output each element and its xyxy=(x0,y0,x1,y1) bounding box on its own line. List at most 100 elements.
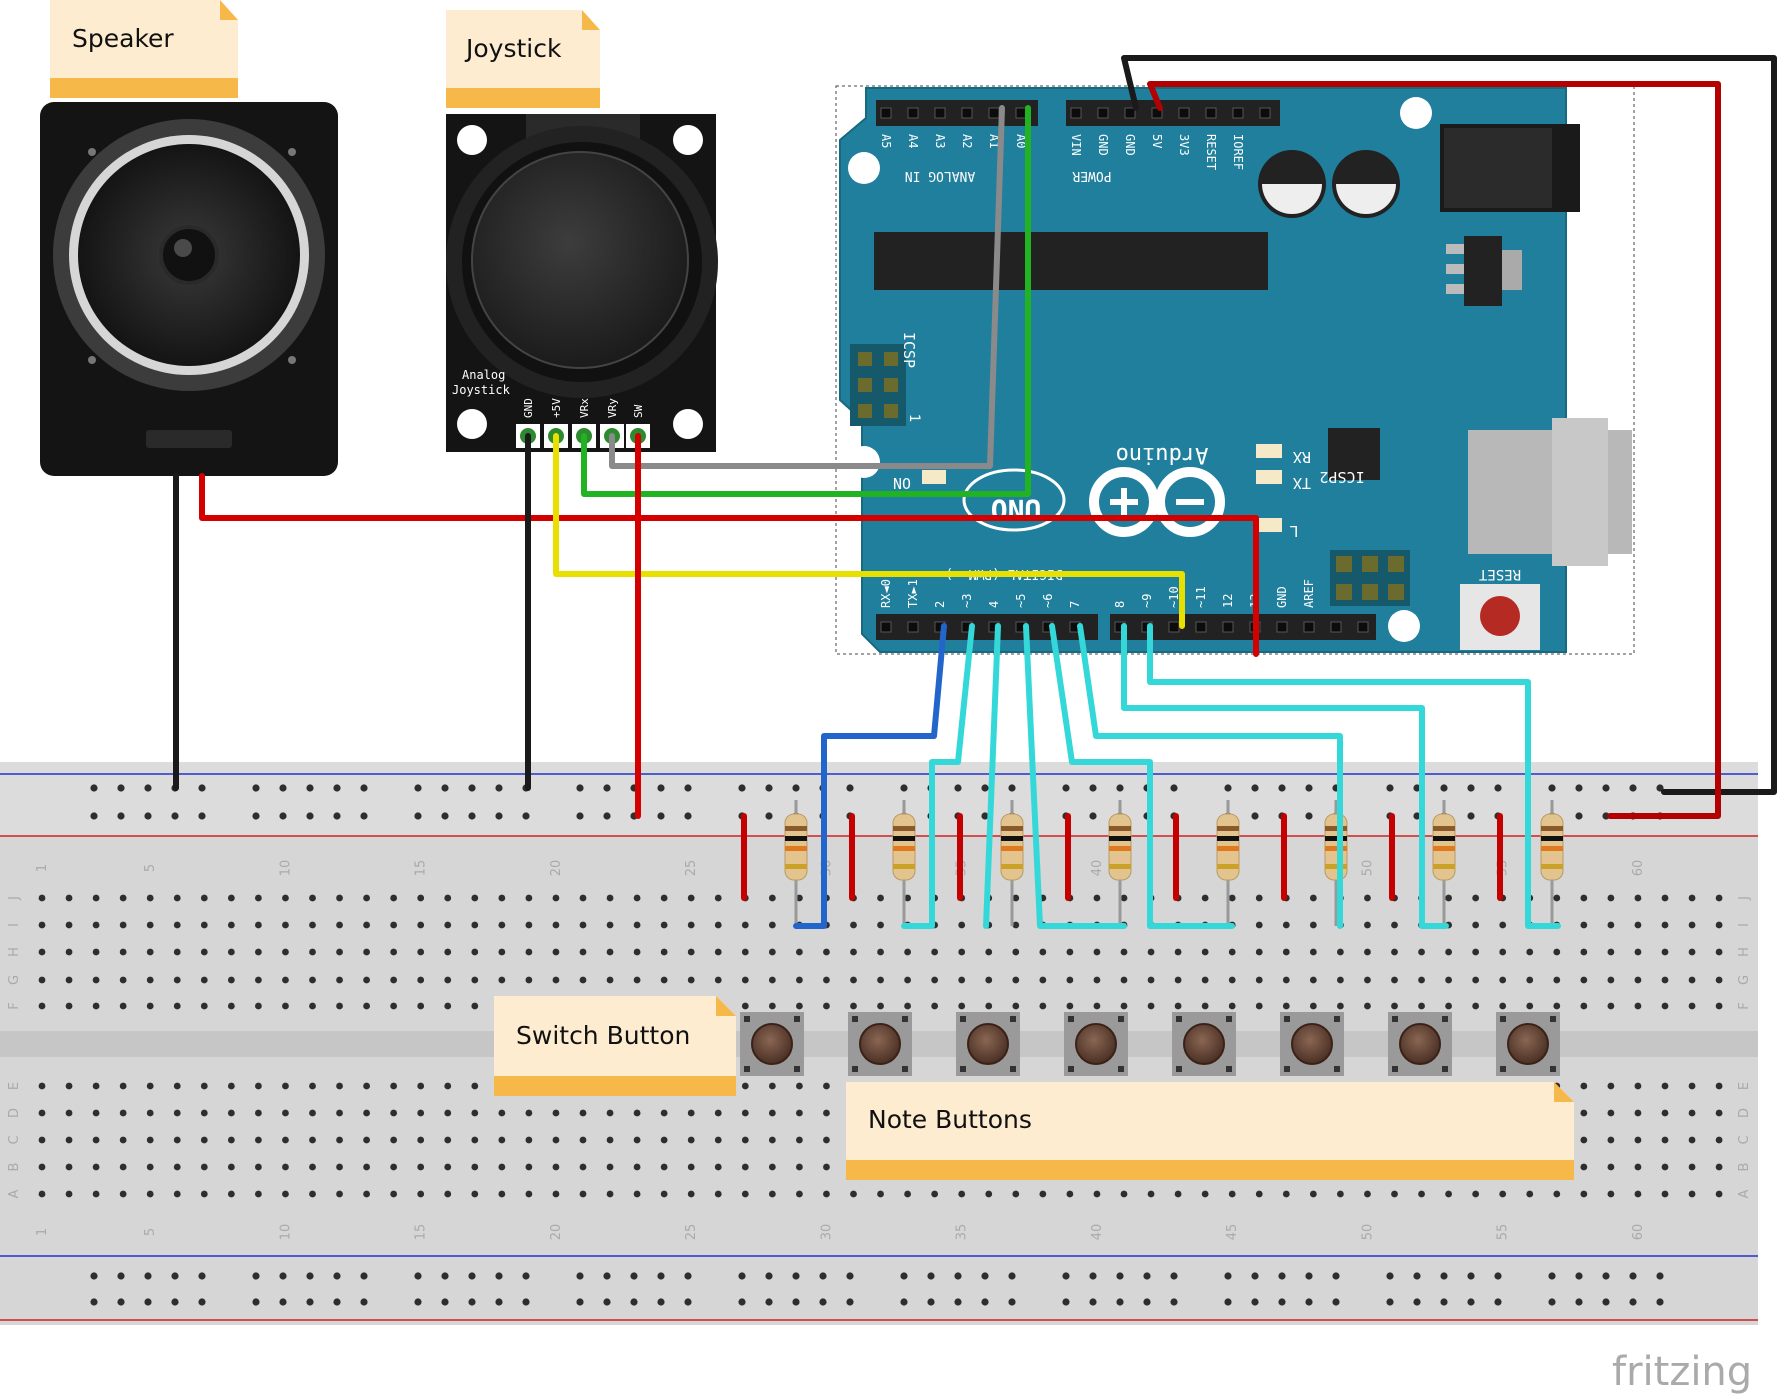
breadboard-hole xyxy=(336,1136,343,1144)
rail-hole xyxy=(117,812,125,820)
breadboard-hole xyxy=(877,948,884,956)
breadboard-hole xyxy=(146,1082,154,1090)
rail-hole xyxy=(441,1298,449,1306)
breadboard-hole xyxy=(390,948,398,956)
pin-label: 4 xyxy=(987,601,1001,608)
rail-hole xyxy=(684,1298,692,1306)
breadboard-hole xyxy=(1445,1002,1452,1010)
push-button-leg xyxy=(1068,1016,1074,1022)
rail-hole xyxy=(468,1298,476,1306)
breadboard-hole xyxy=(525,1136,533,1144)
breadboard-hole xyxy=(1661,1190,1669,1198)
breadboard-hole xyxy=(1715,1109,1723,1117)
breadboard-hole xyxy=(38,1190,46,1198)
push-button-cap xyxy=(1399,1023,1441,1065)
rail-hole xyxy=(1251,812,1259,820)
breadboard-hole xyxy=(985,948,993,956)
breadboard-hole xyxy=(1607,894,1615,902)
breadboard-hole xyxy=(336,1082,343,1090)
joystick-label-line1: Analog xyxy=(462,368,505,382)
on-led-label: ON xyxy=(893,474,911,492)
rail-hole xyxy=(1467,812,1475,820)
breadboard-hole xyxy=(255,1190,262,1198)
breadboard-hole xyxy=(146,1190,154,1198)
rail-hole xyxy=(171,812,179,820)
breadboard-hole xyxy=(65,1082,73,1090)
breadboard-hole xyxy=(255,976,262,984)
rail-hole xyxy=(117,1298,125,1306)
row-label: C xyxy=(1737,1135,1752,1144)
rail-hole xyxy=(1629,784,1637,792)
breadboard-hole xyxy=(173,1163,181,1171)
breadboard-hole xyxy=(768,1082,776,1090)
header-pin xyxy=(1330,621,1342,633)
breadboard-hole xyxy=(1147,976,1155,984)
header-pin xyxy=(907,621,919,633)
breadboard-hole xyxy=(768,1109,776,1117)
breadboard-hole xyxy=(796,1163,803,1171)
breadboard-hole xyxy=(1337,1190,1344,1198)
resistor-band xyxy=(1109,826,1131,831)
capacitor-band xyxy=(1262,184,1322,214)
breadboard-hole xyxy=(444,921,452,929)
note-footer xyxy=(494,1076,736,1096)
push-button-cap xyxy=(751,1023,793,1065)
breadboard-hole xyxy=(282,948,289,956)
breadboard-hole xyxy=(1634,894,1642,902)
breadboard-hole xyxy=(823,976,830,984)
breadboard-hole xyxy=(1445,1190,1452,1198)
breadboard-hole xyxy=(579,1109,587,1117)
push-button-leg xyxy=(960,1066,966,1072)
breadboard-hole xyxy=(227,1082,235,1090)
row-label: H xyxy=(1737,947,1752,957)
breadboard-hole xyxy=(1661,894,1669,902)
breadboard-hole xyxy=(796,1082,803,1090)
breadboard-hole xyxy=(687,1190,695,1198)
rail-hole xyxy=(198,812,206,820)
joystick-pin-label: VRx xyxy=(578,398,591,418)
breadboard-hole xyxy=(498,1190,506,1198)
row-label: D xyxy=(7,1108,22,1118)
push-button-leg xyxy=(1500,1016,1506,1022)
breadboard-hole xyxy=(38,894,46,902)
rail-hole xyxy=(1305,1298,1313,1306)
breadboard-hole xyxy=(1364,1002,1371,1010)
breadboard-hole xyxy=(796,1109,803,1117)
rail-hole xyxy=(1008,784,1016,792)
breadboard-hole xyxy=(633,1109,641,1117)
header-pin xyxy=(988,107,1000,119)
icsp-label: ICSP xyxy=(900,332,918,368)
breadboard-hole xyxy=(1634,1082,1642,1090)
breadboard-hole xyxy=(1039,948,1047,956)
mount-hole xyxy=(1388,610,1420,642)
on-led xyxy=(922,470,946,484)
rail-hole xyxy=(981,784,989,792)
breadboard-hole xyxy=(471,1163,479,1171)
breadboard-hole xyxy=(525,1109,533,1117)
note-footer xyxy=(50,78,238,98)
breadboard-hole xyxy=(390,976,398,984)
header-pin xyxy=(1232,107,1244,119)
push-button-leg xyxy=(1442,1016,1448,1022)
breadboard-hole xyxy=(1688,894,1696,902)
speaker-screw xyxy=(88,356,96,364)
breadboard-hole xyxy=(741,1109,749,1117)
breadboard-hole xyxy=(363,894,370,902)
reset-label: RESET xyxy=(1478,566,1521,582)
breadboard-hole xyxy=(660,1136,668,1144)
breadboard-hole xyxy=(38,976,46,984)
breadboard-hole xyxy=(1282,948,1290,956)
breadboard-hole xyxy=(660,1190,668,1198)
breadboard-hole xyxy=(606,894,614,902)
breadboard-hole xyxy=(92,976,100,984)
breadboard-hole xyxy=(1418,1002,1425,1010)
breadboard-hole xyxy=(417,1082,425,1090)
wire-arduino-5v xyxy=(1147,81,1721,819)
breadboard-hole xyxy=(444,1002,452,1010)
rail-hole xyxy=(1089,784,1097,792)
icsp2-pin xyxy=(1336,584,1352,600)
rail-hole xyxy=(252,812,260,820)
breadboard-hole xyxy=(227,948,235,956)
breadboard-hole xyxy=(1634,1163,1642,1171)
resistor xyxy=(784,800,808,926)
